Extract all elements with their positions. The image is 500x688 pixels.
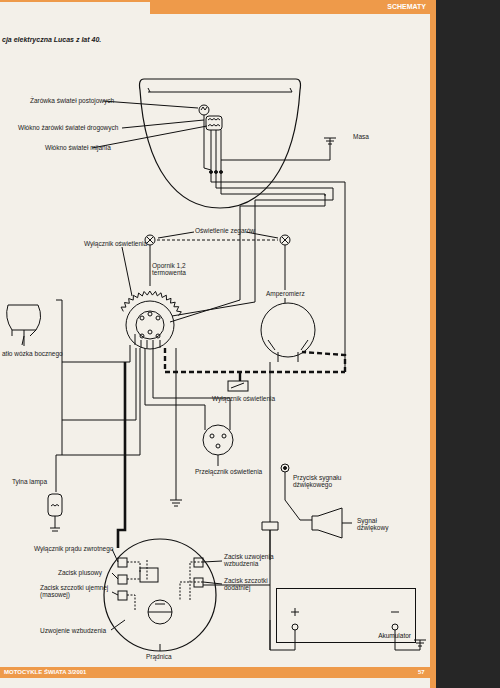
part-label: Sygnał dźwiękowy — [357, 517, 399, 532]
footer-text: MOTOCYKLE ŚWIATA 3/2001 — [4, 669, 86, 676]
part-label: Zacisk szczotki dodatniej — [224, 577, 284, 592]
part-label: Przełącznik oświetlenia — [195, 468, 262, 475]
page-title: cja elektryczna Lucas z lat 40. — [2, 36, 101, 44]
part-label: Opornik 1,2 termowenta — [152, 262, 202, 277]
battery-label: Akumulator — [378, 632, 411, 639]
part-label: Prądnica — [146, 653, 172, 660]
part-label: Wyłącznik prądu zwrotnego — [34, 545, 113, 552]
part-label: Zacisk plusowy — [58, 569, 102, 576]
part-label: Tylna lampa — [12, 478, 47, 485]
header-band: SCHEMATY — [150, 2, 430, 14]
part-label: Zacisk uzwojenia wzbudzenia — [224, 553, 284, 568]
section-tag: SCHEMATY — [387, 3, 426, 11]
part-label: Włókno żarówki świateł drogowych — [18, 124, 118, 131]
part-label: atło wózka bocznego — [2, 350, 63, 357]
part-label: Zacisk szczotki ujemnej (masowej) — [40, 584, 110, 599]
part-label: Przycisk sygnału dźwiękowego — [293, 474, 355, 489]
part-label: Masa — [353, 133, 369, 140]
part-label: Amperomierz — [266, 290, 305, 297]
resistor-symbol — [121, 291, 181, 316]
battery-box: Akumulator — [276, 588, 416, 643]
page-number: 57 — [418, 669, 425, 676]
part-label: Uzwojenie wzbudzenia — [40, 627, 106, 634]
part-label: Wyłącznik oświetlenia — [212, 395, 275, 402]
part-label: Wyłącznik oświetlenia — [84, 240, 147, 247]
part-label: Włókno świateł mijania — [45, 144, 111, 151]
part-label: Oświetlenie zegarów — [195, 227, 255, 234]
part-label: Żarówka świateł postojowych — [30, 97, 114, 104]
